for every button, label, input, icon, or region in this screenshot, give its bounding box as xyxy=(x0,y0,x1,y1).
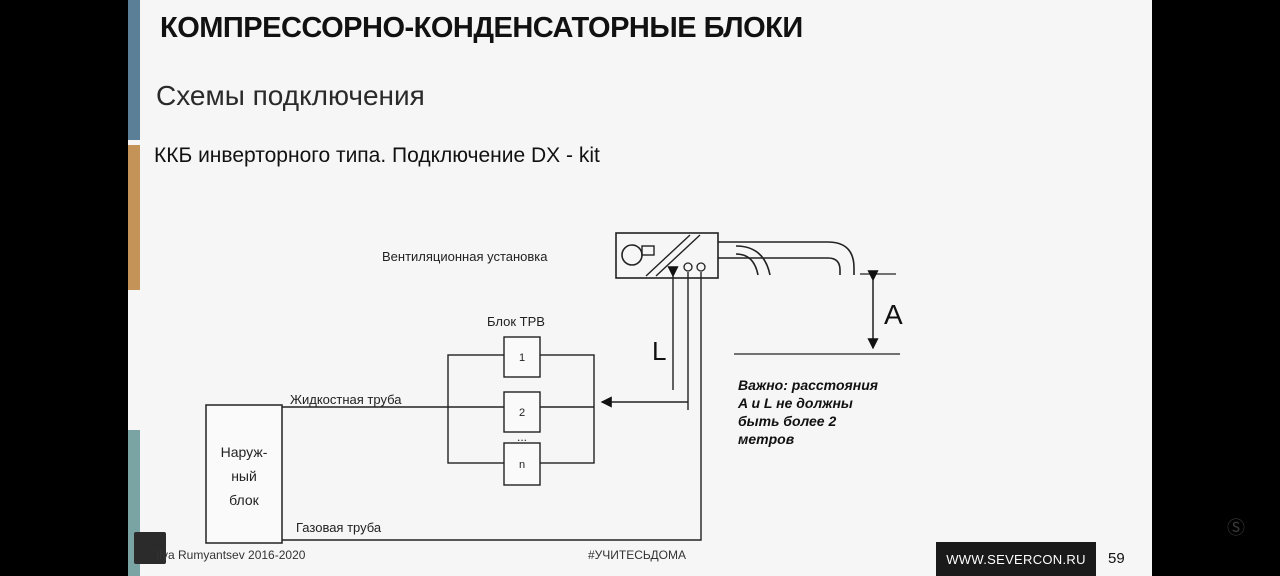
outdoor-unit xyxy=(205,404,283,544)
severcon-logo-icon xyxy=(134,532,166,564)
slide-subtitle: Схемы подключения xyxy=(156,80,425,111)
liquid-pipe-label: Жидкостная труба xyxy=(290,392,402,407)
ventilation-label: Вентиляционная установка xyxy=(382,249,548,264)
accent-stripe-blue xyxy=(128,0,140,140)
outdoor-unit-label-line3: блок xyxy=(229,492,260,508)
footer-website[interactable]: WWW.SEVERCON.RU xyxy=(936,542,1096,576)
section-heading: ККБ инверторного типа. Подключение DX - … xyxy=(154,144,600,167)
air-duct xyxy=(718,241,855,276)
accent-stripe-orange xyxy=(128,145,140,290)
slide: КОМПРЕССОРНО-КОНДЕНСАТОРНЫЕ БЛОКИ Схемы … xyxy=(128,0,1152,576)
footer-hashtag: #УЧИТЕСЬДОМА xyxy=(588,548,686,562)
valve-1-label: 1 xyxy=(519,352,525,364)
gas-pipe xyxy=(282,272,702,541)
outdoor-unit-label-line1: Наруж- xyxy=(221,444,268,460)
note-line-3: быть более 2 xyxy=(738,413,836,429)
watermark-logo-icon: Ⓢ xyxy=(1227,518,1245,538)
ventilation-unit xyxy=(615,232,719,279)
valve-2 xyxy=(503,391,541,433)
label-L: L xyxy=(652,336,666,366)
note-line-1: Важно: расстояния xyxy=(738,377,878,393)
gas-pipe-label: Газовая труба xyxy=(296,520,382,535)
valve-1 xyxy=(503,336,541,378)
slide-title: КОМПРЕССОРНО-КОНДЕНСАТОРНЫЕ БЛОКИ xyxy=(160,12,803,44)
valve-n-label: n xyxy=(519,459,525,471)
note-line-4: метров xyxy=(738,431,795,447)
connection-diagram: Вентиляционная установка A Блок ТРВ 1 2 … xyxy=(205,232,903,544)
label-A: A xyxy=(884,299,903,330)
page-number: 59 xyxy=(1108,550,1125,567)
valve-dots: ... xyxy=(517,430,527,444)
trv-label: Блок ТРВ xyxy=(487,314,545,329)
important-note: Важно: расстояния A и L не должны быть б… xyxy=(737,377,878,447)
valve-n xyxy=(503,442,541,486)
outdoor-unit-label-line2: ный xyxy=(231,468,257,484)
valve-2-label: 2 xyxy=(519,407,525,419)
pipe-to-trv xyxy=(600,272,689,410)
footer-author: Ilya Rumyantsev 2016-2020 xyxy=(156,548,306,562)
note-line-2: A и L не должны xyxy=(737,395,853,411)
